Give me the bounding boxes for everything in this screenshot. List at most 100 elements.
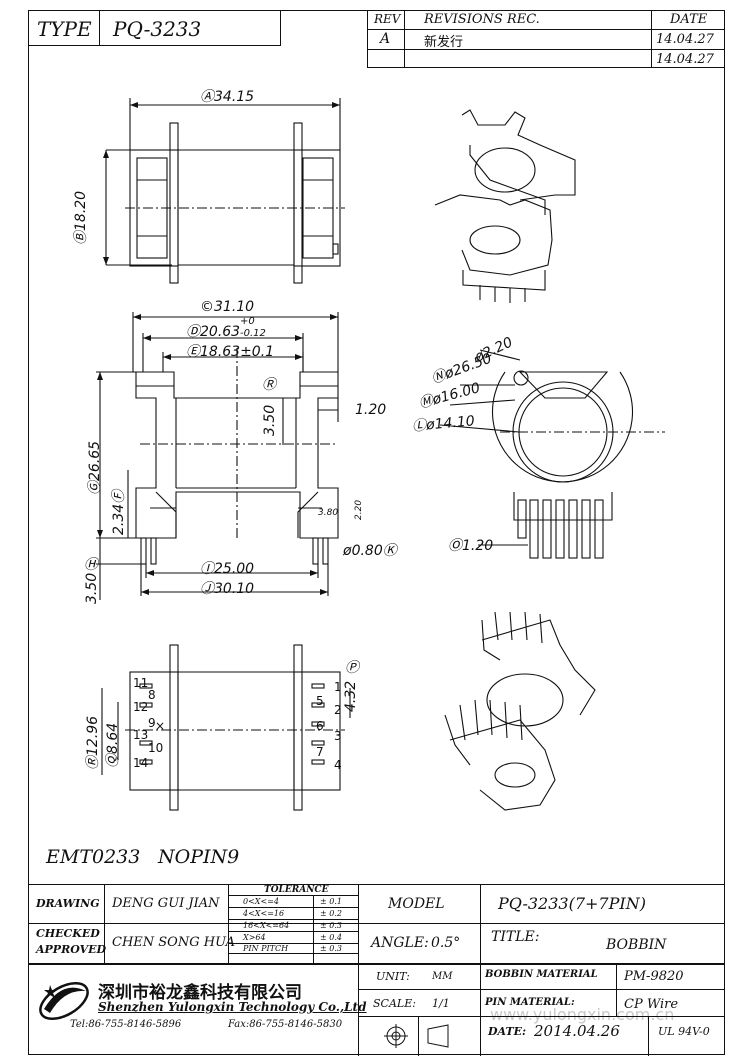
- checked-value: CHEN SONG HUA: [112, 935, 236, 950]
- isometric-view-1: [434, 109, 576, 303]
- company-fax: Fax:86-755-8146-5830: [228, 1019, 343, 1030]
- dim-1-20: 1.20: [355, 402, 387, 418]
- dim-D-tol-minus: -0.12: [240, 328, 266, 339]
- pin-6: 6: [316, 719, 324, 733]
- dim-G: Ⓖ26.65: [87, 440, 103, 495]
- top-view: [105, 98, 345, 284]
- pin-material-label: PIN MATERIAL:: [485, 997, 575, 1008]
- dim-R: Ⓡ: [262, 377, 276, 393]
- model-label: MODEL: [388, 896, 445, 912]
- rev-value: A: [380, 31, 391, 47]
- rev-date-1: 14.04.27: [656, 32, 714, 47]
- dim-D-tol-plus: +0: [240, 316, 255, 327]
- tol-value-3: ± 0.3: [320, 921, 342, 930]
- company-tel: Tel:86-755-8146-5896: [70, 1019, 182, 1030]
- pin-9: 9: [148, 716, 156, 730]
- dim-K: ø0.80Ⓚ: [343, 543, 397, 559]
- revisions-label: REVISIONS REC.: [424, 12, 540, 27]
- pin-7: 7: [316, 745, 324, 759]
- title-block: DRAWING DENG GUI JIAN CHECKED APPROVED C…: [28, 884, 725, 1056]
- pin-4: 4: [334, 758, 342, 772]
- dim-D: Ⓓ20.63: [186, 324, 241, 340]
- unit-label: UNIT:: [376, 970, 410, 983]
- pin-13: 13: [133, 728, 149, 742]
- pin-3: 3: [334, 729, 342, 743]
- dim-4-32: 4.32: [343, 680, 359, 712]
- side-view: [439, 349, 665, 559]
- pin-12: 12: [133, 700, 149, 714]
- unit-value: MM: [432, 971, 453, 982]
- date-value: 2014.04.26: [534, 1022, 620, 1040]
- dim-F: 2.34Ⓕ: [111, 489, 127, 535]
- revisions-table: REV REVISIONS REC. DATE A 新发行 14.04.27 1…: [367, 10, 725, 68]
- angle-value: 0.5°: [431, 935, 461, 951]
- bobbin-material-value: PM-9820: [624, 969, 684, 984]
- drawing-value: DENG GUI JIAN: [112, 896, 220, 911]
- dim-3-50: 3.50: [262, 404, 278, 436]
- pin-11: 11: [133, 676, 149, 690]
- projection-symbol: [384, 1024, 449, 1048]
- rev-label: REV: [374, 12, 401, 26]
- isometric-view-2: [444, 611, 596, 811]
- dim-B: Ⓑ18.20: [73, 190, 89, 245]
- pin-8: 8: [148, 688, 156, 702]
- drawing-label: DRAWING: [36, 897, 100, 910]
- checked-label: CHECKED: [36, 927, 100, 940]
- tol-range-1: 0<X<=4: [243, 897, 279, 906]
- tol-range-5: PIN PITCH: [243, 944, 289, 953]
- dim-Q: Ⓠ8.64: [105, 722, 121, 768]
- approved-label: APPROVED: [36, 943, 107, 956]
- dim-J: Ⓙ30.10: [200, 581, 255, 597]
- front-view: [96, 312, 339, 600]
- date-label: DATE:: [488, 1025, 527, 1038]
- dim-R2: Ⓡ12.96: [85, 715, 101, 770]
- rev-description: 新发行: [424, 35, 464, 50]
- dim-P: Ⓟ: [345, 660, 359, 676]
- model-value: PQ-3233(7+7PIN): [498, 894, 646, 913]
- pin-x-mark: ×: [155, 719, 166, 733]
- title-label: TITLE:: [491, 929, 540, 945]
- tol-range-4: X>64: [243, 933, 266, 942]
- type-box: TYPE PQ-3233: [28, 10, 281, 46]
- ul-rating: UL 94V-0: [658, 1025, 710, 1038]
- nopin-note: NOPIN9: [158, 846, 240, 868]
- dim-3-80: 3.80: [318, 508, 339, 518]
- scale-value: 1/1: [432, 997, 450, 1010]
- dim-O: Ⓞ1.20: [448, 538, 494, 554]
- dim-I: Ⓘ25.00: [200, 561, 255, 577]
- tol-value-4: ± 0.4: [320, 933, 342, 942]
- tol-range-3: 16<X<=64: [243, 921, 290, 930]
- type-value: PQ-3233: [113, 17, 202, 41]
- pin-10: 10: [148, 741, 164, 755]
- dim-A: Ⓐ34.15: [200, 89, 255, 105]
- date-header: DATE: [670, 12, 708, 27]
- pin-14: 14: [133, 756, 149, 770]
- tol-value-2: ± 0.2: [320, 909, 342, 918]
- pin-2: 2: [334, 703, 342, 717]
- tol-range-2: 4<X<=16: [243, 909, 285, 918]
- company-name-en: Shenzhen Yulongxin Technology Co.,Ltd: [98, 1000, 367, 1014]
- part-number-note: EMT0233: [46, 846, 141, 868]
- rev-date-2: 14.04.27: [656, 52, 714, 67]
- dim-C: ©31.10: [200, 299, 255, 315]
- pin-material-value: CP Wire: [624, 997, 679, 1012]
- dim-2-20: 2.20: [354, 499, 364, 520]
- title-value: BOBBIN: [606, 937, 667, 953]
- scale-label: SCALE:: [373, 997, 416, 1010]
- bobbin-material-label: BOBBIN MATERIAL: [485, 969, 598, 980]
- bottom-view: [101, 644, 351, 811]
- dim-E: Ⓔ18.63±0.1: [186, 344, 275, 360]
- type-label: TYPE: [37, 17, 92, 41]
- company-logo: [39, 981, 89, 1021]
- angle-label: ANGLE:: [371, 935, 429, 951]
- tol-value-5: ± 0.3: [320, 944, 342, 953]
- tolerance-label: TOLERANCE: [264, 885, 329, 895]
- pin-1: 1: [334, 680, 342, 694]
- company-name-cn: 深圳市裕龙鑫科技有限公司: [98, 983, 302, 1003]
- watermark: www.yulongxin.com.cn: [490, 1005, 674, 1024]
- dim-H: Ⓗ: [84, 557, 98, 573]
- tol-value-1: ± 0.1: [320, 897, 342, 906]
- dim-3-50b: 3.50: [84, 572, 100, 604]
- pin-5: 5: [316, 694, 324, 708]
